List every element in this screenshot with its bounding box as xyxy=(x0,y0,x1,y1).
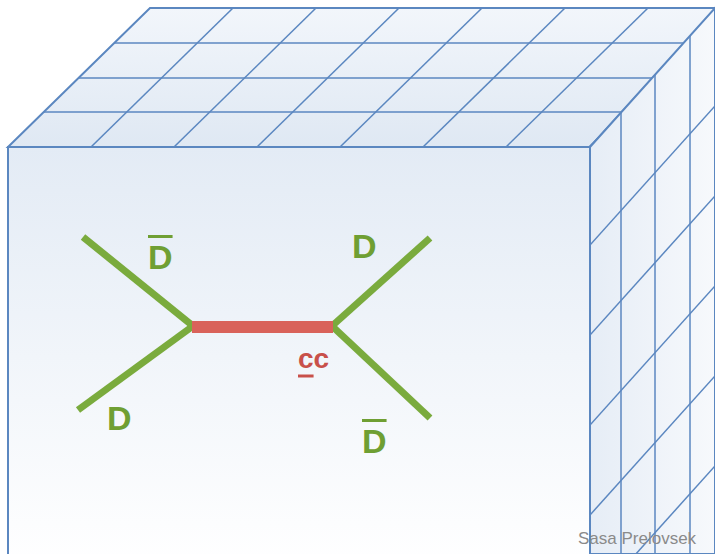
antimeson-label: D xyxy=(148,240,173,274)
antimeson-label: D xyxy=(362,424,387,458)
charmonium-line xyxy=(192,321,333,333)
side-grid xyxy=(590,36,715,554)
meson-label: D xyxy=(352,229,377,263)
author-watermark: Sasa Prelovsek xyxy=(578,530,696,547)
side-face xyxy=(590,8,715,554)
antiquark-bar xyxy=(298,375,314,378)
meson-label: D xyxy=(107,401,132,435)
front-face xyxy=(8,147,590,554)
meson-lines xyxy=(78,237,430,418)
quark-pair-label: cc xyxy=(298,345,329,373)
